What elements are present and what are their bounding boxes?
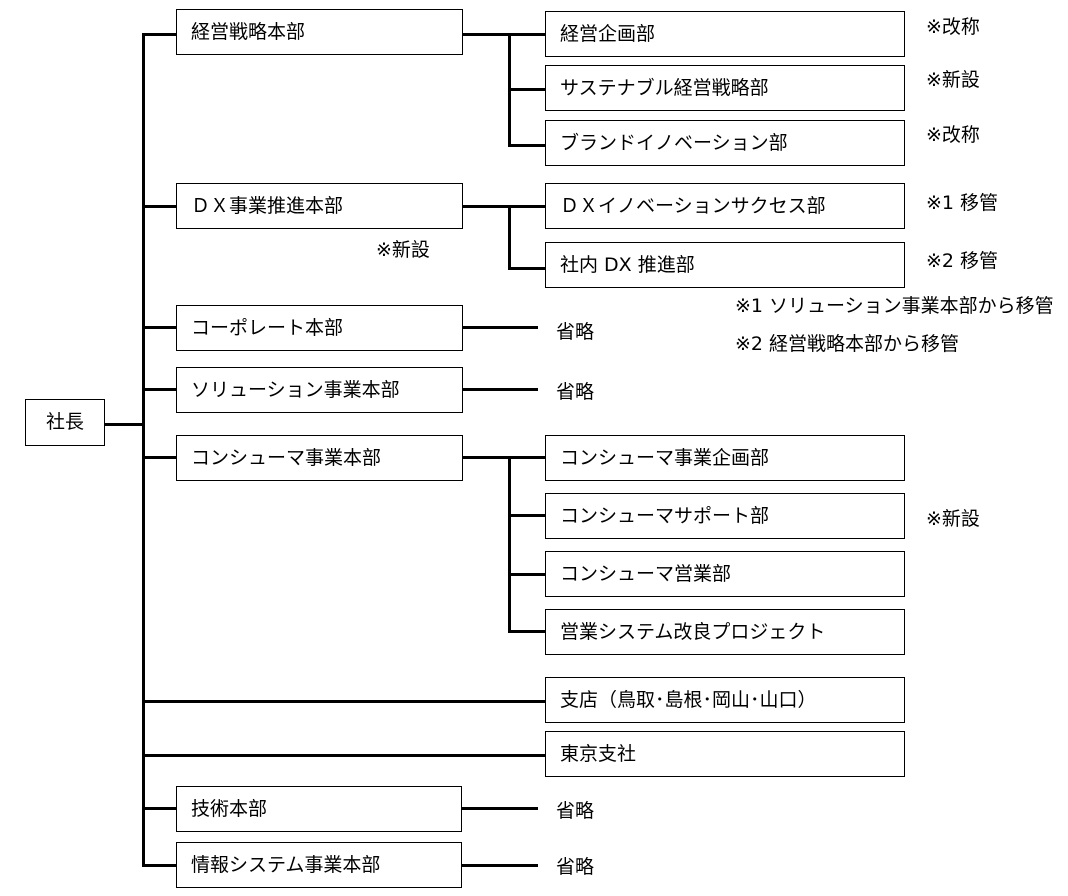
connector-eigyo-system xyxy=(508,630,546,633)
division-joho-system: 情報システム事業本部 xyxy=(176,842,462,888)
footnote-2: ※2 経営戦略本部から移管 xyxy=(735,333,960,355)
connector-brand xyxy=(508,144,546,147)
note-iko-dx-innovation: ※1 移管 xyxy=(926,192,999,214)
connector-corporate-omit xyxy=(462,326,538,329)
division-corporate: コーポレート本部 xyxy=(176,305,463,351)
division-gijutsu: 技術本部 xyxy=(176,786,462,832)
dept-shiten: 支店（鳥取･島根･岡山･山口） xyxy=(545,677,905,723)
dept-shanai-dx: 社内 DX 推進部 xyxy=(545,242,905,288)
connector-keiei-out xyxy=(462,33,510,36)
connector-consumer-out xyxy=(462,456,510,459)
connector-keiei-kikaku xyxy=(508,33,546,36)
dept-eigyo-system: 営業システム改良プロジェクト xyxy=(545,609,905,655)
omitted-label-joho-system: 省略 xyxy=(556,856,595,878)
dept-consumer-kikaku: コンシューマ事業企画部 xyxy=(545,435,905,481)
connector-dx-jigyo xyxy=(142,205,177,208)
connector-joho-system xyxy=(142,864,177,867)
connector-shanai-dx xyxy=(508,267,546,270)
connector-consumer-support xyxy=(508,514,546,517)
division-keiei-senryaku: 経営戦略本部 xyxy=(176,9,463,55)
dept-dx-innovation: ＤＸイノベーションサクセス部 xyxy=(545,183,905,229)
note-iko-shanai-dx: ※2 移管 xyxy=(926,250,999,272)
omitted-label-corporate: 省略 xyxy=(556,321,595,343)
division-solution: ソリューション事業本部 xyxy=(176,367,463,413)
connector-keiei-senryaku xyxy=(142,33,177,36)
connector-tokyo xyxy=(142,754,546,757)
omitted-label-gijutsu: 省略 xyxy=(556,800,595,822)
note-kaisho-keiei-kikaku: ※改称 xyxy=(926,16,980,38)
dept-consumer-support: コンシューマサポート部 xyxy=(545,493,905,539)
division-consumer: コンシューマ事業本部 xyxy=(176,435,463,481)
omitted-label-solution: 省略 xyxy=(556,381,595,403)
connector-consumer-trunk xyxy=(508,456,511,633)
connector-corporate xyxy=(142,326,177,329)
footnote-1: ※1 ソリューション事業本部から移管 xyxy=(735,295,1054,317)
connector-consumer-kikaku xyxy=(508,456,546,459)
connector-root-h xyxy=(104,423,144,426)
connector-dx-trunk xyxy=(508,205,511,270)
connector-solution xyxy=(142,388,177,391)
connector-consumer-eigyo xyxy=(508,573,546,576)
connector-consumer xyxy=(142,456,177,459)
connector-gijutsu-omit xyxy=(461,807,538,810)
note-shinsetsu-consumer-support: ※新設 xyxy=(926,508,980,530)
connector-sustainable xyxy=(508,88,546,91)
connector-solution-omit xyxy=(462,388,538,391)
connector-main-trunk xyxy=(142,33,145,866)
connector-dx-innovation xyxy=(508,205,546,208)
division-dx-jigyo: ＤＸ事業推進本部 xyxy=(176,183,463,229)
dept-tokyo-shisha: 東京支社 xyxy=(545,731,905,777)
dept-brand-innovation: ブランドイノベーション部 xyxy=(545,120,905,166)
connector-gijutsu xyxy=(142,807,177,810)
note-shinsetsu-sustainable: ※新設 xyxy=(926,69,980,91)
note-kaisho-brand: ※改称 xyxy=(926,124,980,146)
note-shinsetsu-dx-jigyo: ※新設 xyxy=(376,239,430,261)
connector-joho-omit xyxy=(461,864,538,867)
dept-consumer-eigyo: コンシューマ営業部 xyxy=(545,551,905,597)
president-box: 社長 xyxy=(25,399,105,446)
connector-shiten xyxy=(142,700,546,703)
dept-sustainable: サステナブル経営戦略部 xyxy=(545,65,905,111)
connector-dx-out xyxy=(462,205,510,208)
dept-keiei-kikaku: 経営企画部 xyxy=(545,11,905,57)
